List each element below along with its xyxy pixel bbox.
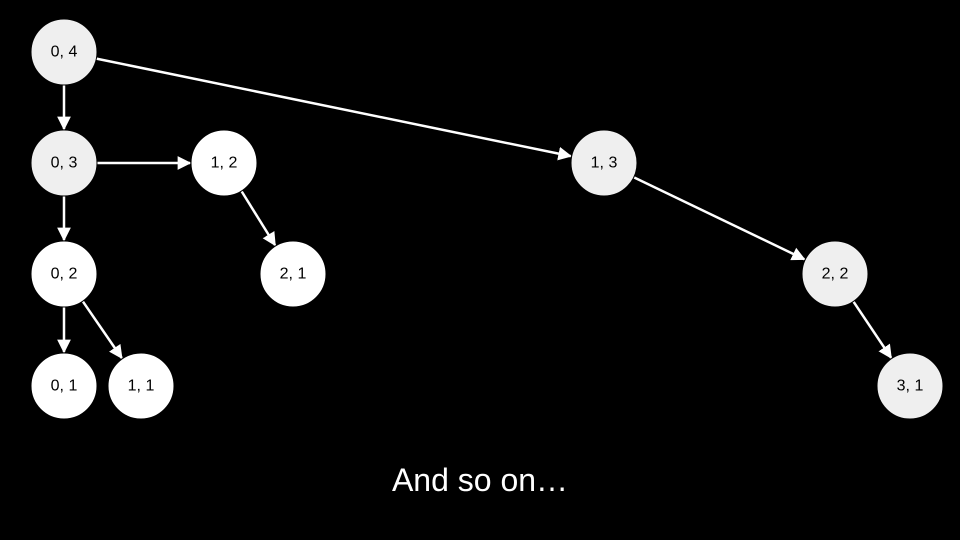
node-circle (107, 352, 175, 420)
node-label: 0, 3 (51, 155, 78, 172)
edge-arrow-n13-n22 (633, 176, 806, 261)
node-circle (30, 129, 98, 197)
edge-arrow-n22-n31 (852, 300, 893, 359)
node-label: 0, 2 (51, 266, 78, 283)
tree-node: 2, 2 (801, 240, 869, 308)
node-circle (190, 129, 258, 197)
node-label: 3, 1 (897, 378, 924, 395)
node-circle (259, 240, 327, 308)
tree-node: 2, 1 (259, 240, 327, 308)
tree-node: 1, 2 (190, 129, 258, 197)
node-label: 2, 2 (822, 266, 849, 283)
tree-node: 0, 4 (30, 18, 98, 86)
edge-arrow-n12a-n21 (240, 190, 277, 247)
node-label: 1, 2 (211, 155, 238, 172)
node-label: 1, 3 (591, 155, 618, 172)
node-label: 0, 4 (51, 44, 78, 61)
node-label: 1, 1 (128, 378, 155, 395)
tree-node: 0, 2 (30, 240, 98, 308)
caption-text: And so on… (391, 462, 569, 498)
edge-arrow-n04-n13 (96, 57, 573, 161)
node-circle (30, 18, 98, 86)
edges (57, 57, 893, 360)
tree-node: 3, 1 (876, 352, 944, 420)
node-label: 0, 1 (51, 378, 78, 395)
tree-node: 1, 3 (570, 129, 638, 197)
node-circle (801, 240, 869, 308)
edge-arrow-n02-n11 (81, 300, 123, 360)
node-circle (570, 129, 638, 197)
node-circle (30, 240, 98, 308)
node-label: 2, 1 (280, 266, 307, 283)
tree-node: 0, 3 (30, 129, 98, 197)
node-circle (30, 352, 98, 420)
tree-node: 1, 1 (107, 352, 175, 420)
tree-node: 0, 1 (30, 352, 98, 420)
node-circle (876, 352, 944, 420)
nodes: 0, 4 0, 3 1, 2 0, 2 2, 1 0, 1 1, 1 1, 3 2, 2 3, 1 (30, 18, 944, 420)
